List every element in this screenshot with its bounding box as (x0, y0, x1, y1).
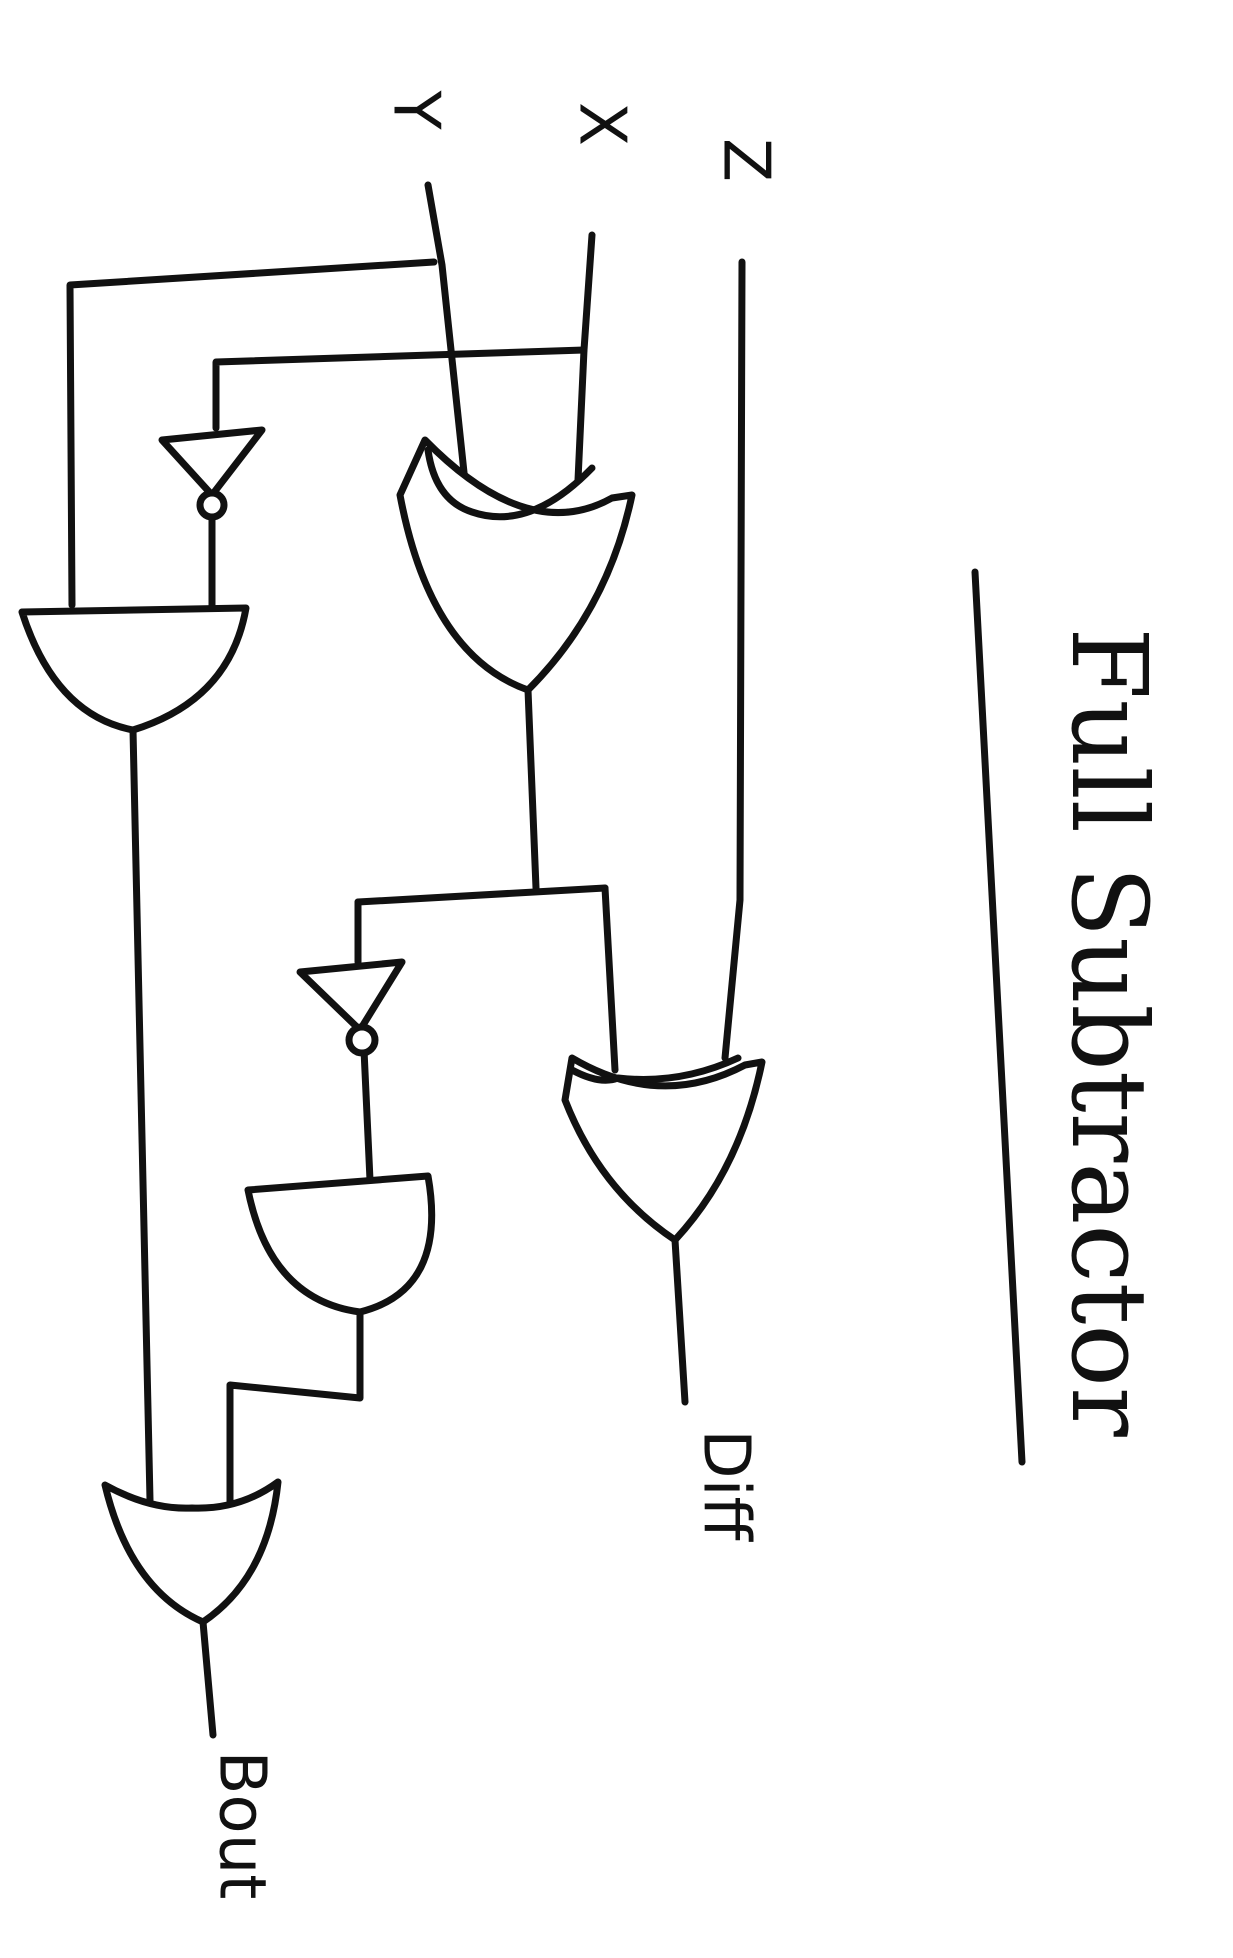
xor-gate-input (396, 436, 636, 694)
and-gate-1 (18, 604, 250, 734)
wire-diff-out (671, 1236, 689, 1406)
wire-xor1-split (354, 884, 609, 906)
diagram-title: Full Subtractor (1048, 627, 1170, 1437)
wire-y-branch (66, 258, 438, 609)
output-label-diff: Diff (688, 1429, 762, 1542)
wire-x-branch (212, 346, 588, 432)
title-underline (971, 568, 1026, 1466)
wire-not2-to-and (360, 1046, 374, 1184)
not-gate-mid (296, 958, 406, 1057)
output-label-bout: Bout (204, 1751, 278, 1900)
wire-bout-out (199, 1618, 217, 1739)
input-label-y: Y (378, 89, 452, 130)
xor-gate-output (561, 1054, 766, 1244)
wire-and2-to-or (226, 1308, 364, 1507)
wire-split-to-xor (601, 884, 619, 1074)
wire-y-main (424, 181, 472, 514)
input-label-x: X (564, 102, 638, 146)
wire-and1-to-or (129, 726, 154, 1504)
or-gate-output (101, 1478, 282, 1626)
and-gate-2 (244, 1172, 436, 1316)
wire-x-main (574, 231, 596, 484)
not-gate-x (158, 426, 266, 521)
input-label-z: Z (708, 138, 782, 182)
wire-xor1-out (524, 686, 540, 892)
wire-z (721, 258, 746, 1062)
